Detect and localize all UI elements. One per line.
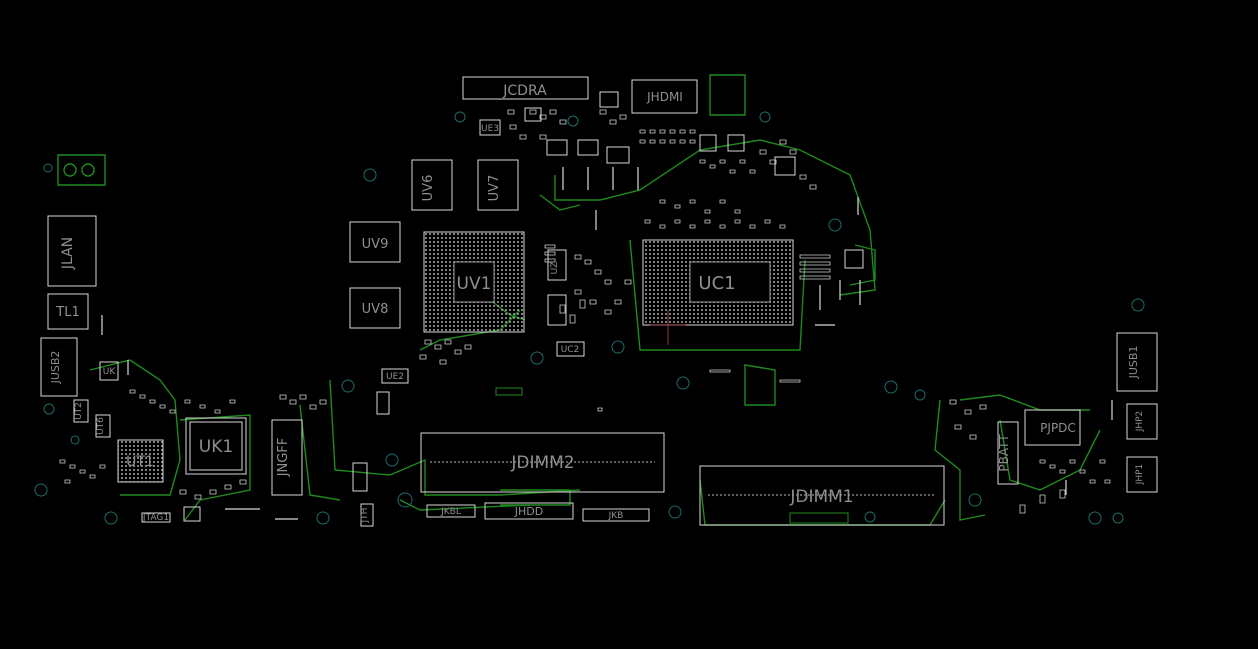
label-uv7: UV7 bbox=[487, 175, 502, 202]
connector-jkb: JKB bbox=[582, 508, 650, 522]
label-ue2: UE2 bbox=[386, 372, 404, 382]
part-small-ic-right2 bbox=[844, 249, 864, 269]
label-uz: UZ bbox=[550, 262, 560, 275]
part-jrtc bbox=[352, 462, 368, 492]
part-small-ic-top2 bbox=[524, 107, 542, 122]
memory-uv7: UV7 bbox=[477, 159, 519, 211]
connector-pbatt: PBATT bbox=[997, 421, 1019, 485]
label-uv1: UV1 bbox=[457, 274, 492, 294]
chip-uv1: UV1 bbox=[423, 231, 525, 333]
connector-jhdd: JHDD bbox=[484, 502, 574, 520]
label-ue3: UE3 bbox=[481, 124, 499, 134]
connector-jhp2: JHP2 bbox=[1126, 403, 1158, 440]
part-jfyc bbox=[376, 391, 390, 415]
connector-jusb2: JUSB2 bbox=[40, 337, 78, 397]
label-ut2: UT2 bbox=[74, 402, 84, 420]
part-ut6: UT6 bbox=[95, 414, 111, 438]
chip-ut1: UT1 bbox=[117, 439, 164, 483]
label-uc2: UC2 bbox=[561, 345, 580, 355]
part-small-ic-top4 bbox=[577, 139, 599, 156]
part-small-ic-top bbox=[599, 91, 619, 108]
part-green-small bbox=[495, 387, 523, 396]
label-uk: UK bbox=[103, 367, 117, 377]
connector-jtag1: JTAG1 bbox=[141, 512, 171, 523]
part-small-ic-right3 bbox=[699, 134, 717, 152]
memory-uv6: UV6 bbox=[411, 159, 453, 211]
memory-uv8: UV8 bbox=[349, 287, 401, 329]
connector-jcdra: JCDRA bbox=[462, 76, 589, 100]
connector-jkbl: JKBL bbox=[426, 504, 476, 518]
connector-jth: JTH bbox=[360, 503, 374, 527]
label-jngff: JNGFF bbox=[276, 438, 291, 478]
label-jusb2: JUSB2 bbox=[49, 351, 62, 385]
label-jth: JTH bbox=[360, 508, 370, 524]
part-small-ic-top3 bbox=[546, 139, 568, 156]
label-jdimm1: JDIMM1 bbox=[789, 487, 853, 507]
part-small-ic-right bbox=[774, 156, 796, 176]
label-jlan: JLAN bbox=[60, 237, 76, 270]
part-small-ic-top5 bbox=[606, 146, 630, 164]
label-uv8: UV8 bbox=[362, 302, 389, 317]
part-ut2: UT2 bbox=[73, 399, 89, 423]
label-jhdd: JHDD bbox=[514, 505, 543, 518]
connector-jusb1: JUSB1 bbox=[1116, 332, 1158, 392]
label-jusb1: JUSB1 bbox=[1127, 346, 1140, 380]
part-uk: UK bbox=[99, 361, 119, 381]
connector-jngff: JNGFF bbox=[271, 419, 303, 496]
part-uz-column: UZ bbox=[547, 249, 567, 326]
chip-uk1: UK1 bbox=[185, 417, 247, 475]
label-tl1: TL1 bbox=[55, 305, 79, 320]
label-jhp2: JHP2 bbox=[1135, 411, 1145, 433]
mounting-holes bbox=[34, 111, 1145, 525]
label-pbatt: PBATT bbox=[997, 434, 1011, 472]
connector-jdimm2: JDIMM2 bbox=[420, 432, 665, 493]
part-small-left-bottom bbox=[183, 506, 201, 522]
connector-jlan: JLAN bbox=[47, 215, 97, 287]
chip-uc1: UC1 bbox=[642, 239, 794, 345]
part-ue2: UE2 bbox=[381, 368, 409, 384]
label-uk1: UK1 bbox=[199, 437, 233, 457]
part-tl1: TL1 bbox=[47, 293, 89, 330]
label-uv6: UV6 bbox=[421, 175, 436, 202]
part-small-ic-right4 bbox=[727, 134, 745, 152]
label-jdimm2: JDIMM2 bbox=[510, 453, 574, 473]
label-jtag1: JTAG1 bbox=[142, 513, 169, 523]
smd-components bbox=[59, 109, 1111, 514]
label-jhdmi: JHDMI bbox=[646, 90, 683, 104]
label-ut6: UT6 bbox=[96, 417, 106, 435]
label-pjpdc: PJPDC bbox=[1040, 421, 1076, 435]
connector-jdimm1: JDIMM1 bbox=[699, 465, 945, 526]
label-ut1: UT1 bbox=[126, 454, 154, 470]
connector-jhp1: JHP1 bbox=[1126, 456, 1158, 493]
two-pin-connector bbox=[63, 163, 95, 177]
label-jkbl: JKBL bbox=[440, 507, 461, 517]
label-uc1: UC1 bbox=[698, 273, 735, 294]
label-jkb: JKB bbox=[608, 511, 624, 521]
memory-uv9: UV9 bbox=[349, 221, 401, 263]
part-ue3: UE3 bbox=[479, 119, 501, 136]
linear-parts bbox=[101, 167, 1113, 520]
connector-pjpdc: PJPDC bbox=[1024, 409, 1081, 446]
part-uc2: UC2 bbox=[556, 341, 585, 357]
connector-jhdmi: JHDMI bbox=[631, 79, 698, 114]
label-jhp1: JHP1 bbox=[1135, 464, 1145, 486]
label-uv9: UV9 bbox=[362, 237, 389, 252]
label-jcdra: JCDRA bbox=[502, 83, 547, 99]
